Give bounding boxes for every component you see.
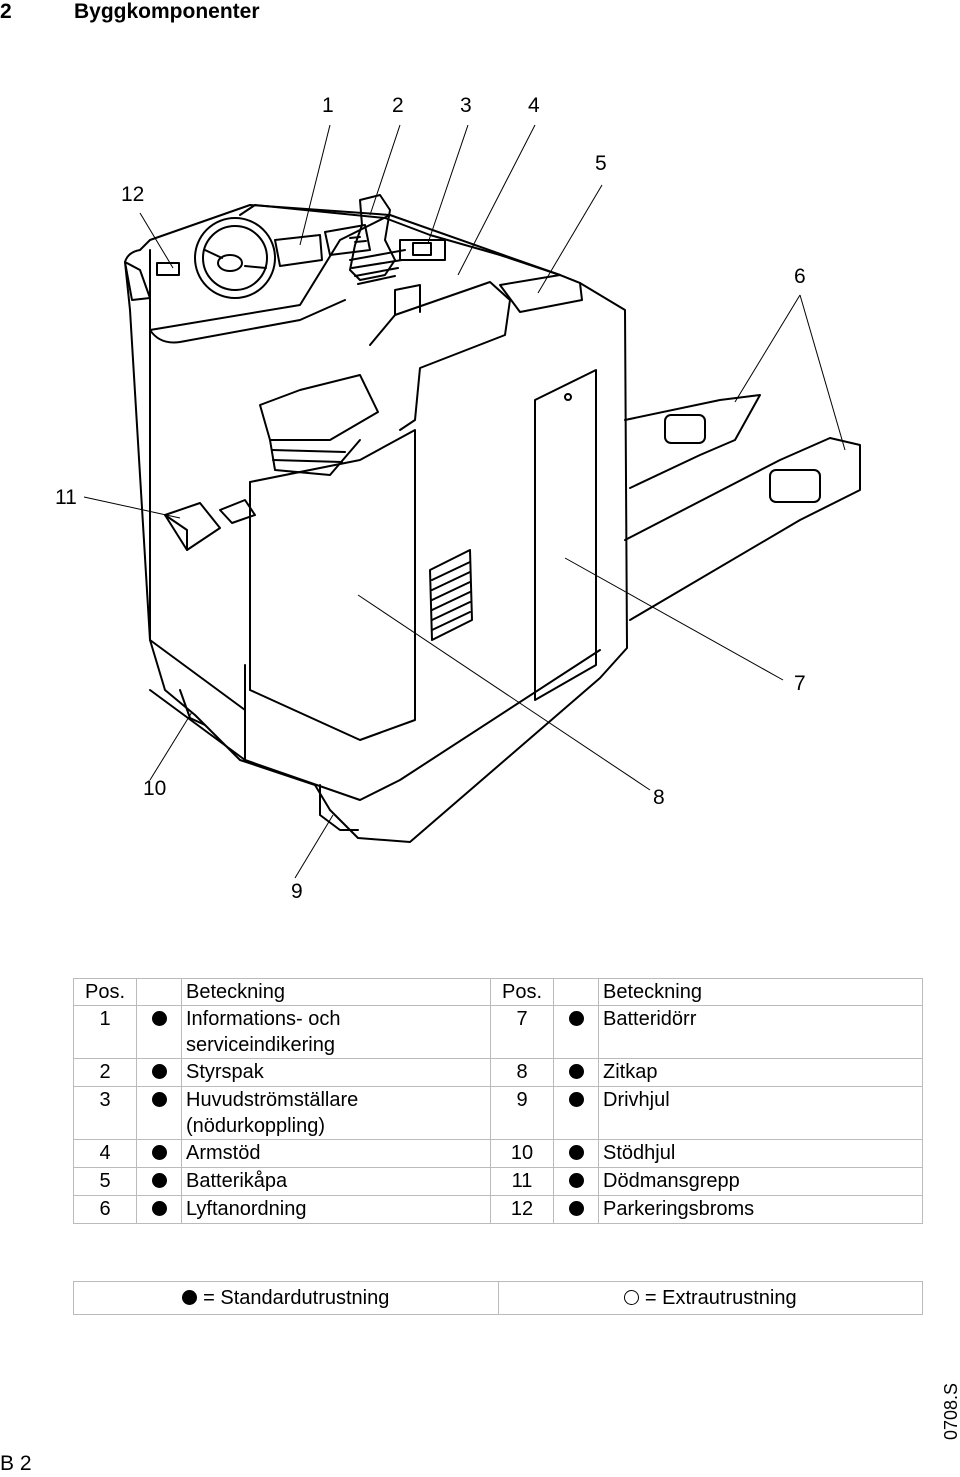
standard-bullet-icon <box>568 1011 584 1026</box>
steering-wheel <box>194 217 276 299</box>
header-name-b: Beteckning <box>598 978 923 1006</box>
fork-lower <box>624 437 861 621</box>
seat-cushion <box>259 374 379 441</box>
standard-bullet-icon <box>568 1201 584 1216</box>
joystick <box>349 194 396 281</box>
callout-3: 3 <box>460 94 472 117</box>
truck-illustration <box>83 124 861 879</box>
filled-circle-icon <box>182 1290 198 1305</box>
callout-11: 11 <box>55 486 77 509</box>
callout-10: 10 <box>143 777 167 800</box>
standard-bullet-icon <box>151 1145 167 1160</box>
control-deck <box>149 214 391 331</box>
drive-wheel <box>319 784 359 831</box>
callout-8: 8 <box>653 786 665 809</box>
parts-table: Pos. Beteckning Pos. Beteckning 1 Inform… <box>73 978 923 1224</box>
standard-bullet-icon <box>151 1064 167 1079</box>
vent-grille <box>429 549 473 641</box>
emergency-switch <box>399 239 446 261</box>
legend-extra: = Extrautrustning <box>497 1281 923 1315</box>
header-name-a: Beteckning <box>181 978 491 1006</box>
document-code: 0708.S <box>941 1382 960 1440</box>
standard-bullet-icon <box>151 1173 167 1188</box>
open-circle-icon <box>623 1290 639 1305</box>
battery-door <box>534 369 597 701</box>
header-pos-a: Pos. <box>73 978 137 1006</box>
section-number: 2 <box>0 0 12 23</box>
callout-5: 5 <box>595 152 607 175</box>
callout-12: 12 <box>121 183 145 206</box>
standard-bullet-icon <box>151 1011 167 1026</box>
table-header-row: Pos. Beteckning Pos. Beteckning <box>73 978 923 1006</box>
callout-7: 7 <box>794 672 806 695</box>
legend-table: = Standardutrustning = Extrautrustning <box>73 1281 923 1315</box>
seat-backrest <box>369 281 511 431</box>
callout-9: 9 <box>291 880 303 903</box>
standard-bullet-icon <box>151 1201 167 1216</box>
armrest <box>499 274 583 313</box>
standard-bullet-icon <box>568 1064 584 1079</box>
deadman-box <box>164 502 221 551</box>
standard-bullet-icon <box>151 1092 167 1107</box>
fork-upper <box>624 394 761 489</box>
table-row: 2 Styrspak 8 Zitkap <box>73 1058 923 1087</box>
support-wheel <box>179 689 206 726</box>
table-row: 1 Informations- och serviceindikering 7 … <box>73 1005 923 1059</box>
callout-2: 2 <box>392 94 404 117</box>
section-heading: 2 Byggkomponenter <box>0 0 260 24</box>
section-title: Byggkomponenter <box>74 0 260 23</box>
page-number: B 2 <box>0 1452 32 1475</box>
callout-4: 4 <box>528 94 540 117</box>
table-row: 5 Batterikåpa 11 Dödmansgrepp <box>73 1167 923 1196</box>
callout-1: 1 <box>322 94 334 117</box>
header-pos-b: Pos. <box>490 978 554 1006</box>
standard-bullet-icon <box>568 1092 584 1107</box>
chassis-outline <box>124 204 628 843</box>
standard-bullet-icon <box>568 1145 584 1160</box>
side-panel <box>249 429 416 741</box>
table-row: 6 Lyftanordning 12 Parkeringsbroms <box>73 1195 923 1224</box>
table-row: 3 Huvudströmställare (nödurkoppling) 9 D… <box>73 1086 923 1140</box>
display-panel <box>274 234 323 267</box>
standard-bullet-icon <box>568 1173 584 1188</box>
legend-standard: = Standardutrustning <box>73 1281 499 1315</box>
table-row: 4 Armstöd 10 Stödhjul <box>73 1139 923 1168</box>
callout-6: 6 <box>794 265 806 288</box>
